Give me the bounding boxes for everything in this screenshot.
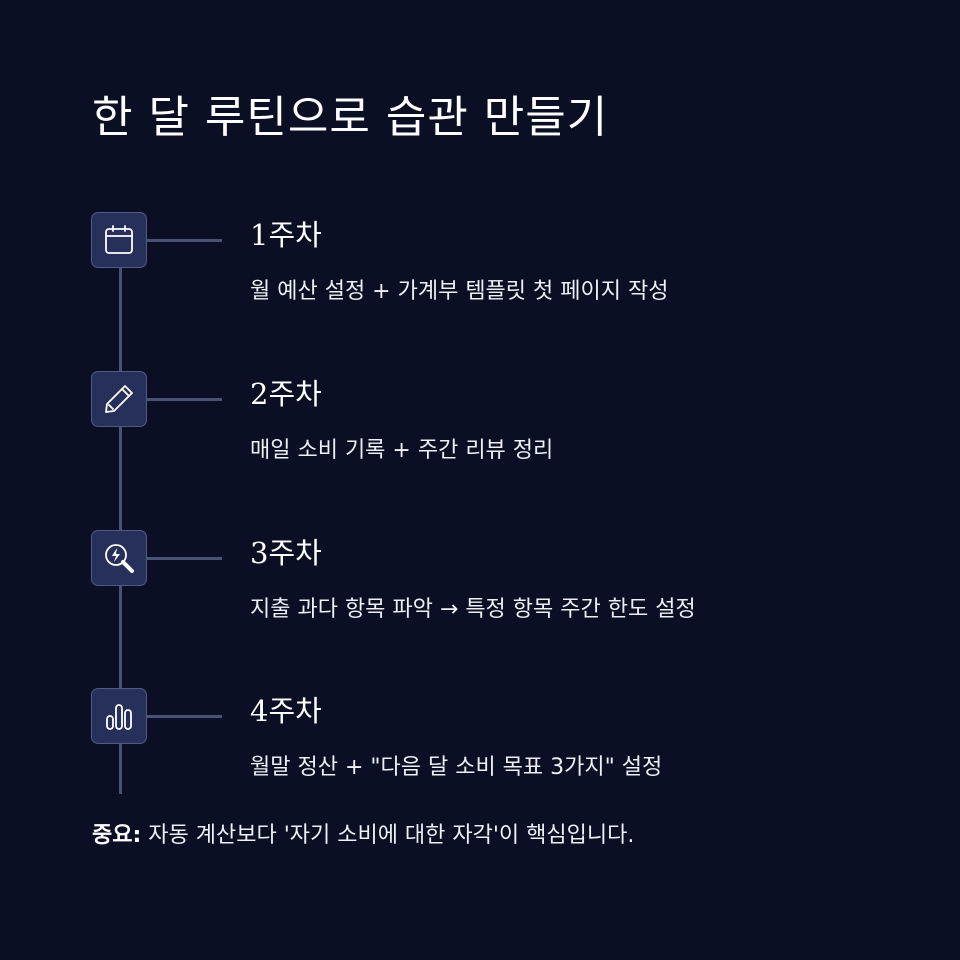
bar-chart-icon	[106, 704, 132, 730]
step-connector	[147, 715, 222, 718]
step-title: 3주차	[250, 536, 322, 570]
note-label: 중요:	[92, 823, 142, 848]
timeline-line	[119, 240, 122, 794]
step-connector	[147, 398, 222, 401]
magnifier-bolt-icon	[105, 544, 134, 573]
step-icon-box	[91, 212, 147, 268]
important-note: 중요: 자동 계산보다 '자기 소비에 대한 자각'이 핵심입니다.	[92, 822, 634, 851]
page-title: 한 달 루틴으로 습관 만들기	[92, 92, 609, 143]
note-text: 자동 계산보다 '자기 소비에 대한 자각'이 핵심입니다.	[141, 823, 635, 848]
step-week-3: 3주차 지출 과다 항목 파악 → 특정 항목 주간 한도 설정	[0, 530, 960, 650]
step-description: 매일 소비 기록 + 주간 리뷰 정리	[250, 438, 554, 463]
step-icon-box	[91, 688, 147, 744]
step-icon-box	[91, 530, 147, 586]
calendar-icon	[105, 225, 133, 254]
step-icon-box	[91, 371, 147, 427]
step-connector	[147, 557, 222, 560]
pencil-icon	[105, 385, 133, 413]
step-week-4: 4주차 월말 정산 + "다음 달 소비 목표 3가지" 설정	[0, 688, 960, 808]
step-description: 지출 과다 항목 파악 → 특정 항목 주간 한도 설정	[250, 597, 696, 622]
step-description: 월말 정산 + "다음 달 소비 목표 3가지" 설정	[250, 755, 663, 780]
step-title: 1주차	[250, 218, 322, 252]
step-connector	[147, 239, 222, 242]
step-title: 4주차	[250, 694, 322, 728]
step-title: 2주차	[250, 377, 322, 411]
step-week-2: 2주차 매일 소비 기록 + 주간 리뷰 정리	[0, 371, 960, 491]
step-week-1: 1주차 월 예산 설정 + 가계부 템플릿 첫 페이지 작성	[0, 212, 960, 332]
step-description: 월 예산 설정 + 가계부 템플릿 첫 페이지 작성	[250, 279, 669, 304]
